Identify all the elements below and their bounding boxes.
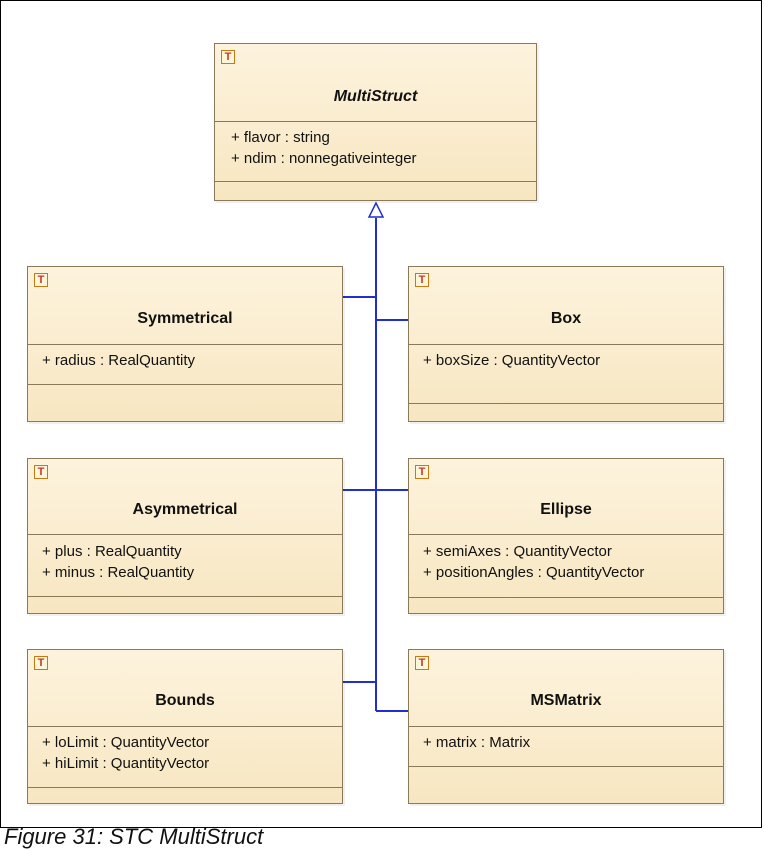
class-separator [28, 726, 342, 727]
class-name: Box [550, 310, 582, 327]
class-attributes: + flavor : string + ndim : nonnegativein… [231, 127, 530, 169]
class-stereotype-icon: T [415, 656, 429, 670]
class-attribute: + hiLimit : QuantityVector [42, 755, 210, 772]
class-separator [409, 726, 723, 727]
class-attribute: + boxSize : QuantityVector [423, 352, 601, 369]
class-separator [215, 181, 536, 182]
class-separator [409, 534, 723, 535]
class-name: Symmetrical [137, 310, 233, 327]
class-attributes: + radius : RealQuantity [42, 350, 336, 371]
class-name: MSMatrix [530, 692, 602, 709]
class-attributes: + matrix : Matrix [423, 732, 717, 753]
class-attribute: + matrix : Matrix [423, 734, 531, 751]
class-attributes: + semiAxes : QuantityVector + positionAn… [423, 541, 717, 583]
diagram-frame [0, 0, 762, 828]
class-attribute: + minus : RealQuantity [42, 564, 195, 581]
class-separator [28, 344, 342, 345]
class-stereotype-icon: T [34, 656, 48, 670]
class-attributes: + plus : RealQuantity + minus : RealQuan… [42, 541, 336, 583]
class-attributes: + loLimit : QuantityVector + hiLimit : Q… [42, 732, 336, 774]
class-attribute: + loLimit : QuantityVector [42, 734, 210, 751]
class-stereotype-icon: T [221, 50, 235, 64]
class-ellipse[interactable]: T Ellipse + semiAxes : QuantityVector + … [408, 458, 724, 614]
class-name: MultiStruct [333, 88, 418, 105]
class-multistruct[interactable]: T MultiStruct + flavor : string + ndim :… [214, 43, 537, 201]
class-separator [409, 597, 723, 598]
class-asymmetrical[interactable]: T Asymmetrical + plus : RealQuantity + m… [27, 458, 343, 614]
class-separator [28, 534, 342, 535]
class-attribute: + semiAxes : QuantityVector [423, 543, 612, 560]
class-separator [409, 403, 723, 404]
class-separator [409, 766, 723, 767]
class-separator [215, 121, 536, 122]
class-box[interactable]: T Box + boxSize : QuantityVector [408, 266, 724, 422]
class-attributes: + boxSize : QuantityVector [423, 350, 717, 371]
figure-caption: Figure 31: STC MultiStruct [4, 824, 264, 849]
class-separator [409, 344, 723, 345]
class-name: Asymmetrical [132, 501, 238, 518]
generalization-arrowhead [367, 201, 385, 218]
class-stereotype-icon: T [34, 465, 48, 479]
class-attribute: + radius : RealQuantity [42, 352, 195, 369]
class-bounds[interactable]: T Bounds + loLimit : QuantityVector + hi… [27, 649, 343, 804]
class-msmatrix[interactable]: T MSMatrix + matrix : Matrix [408, 649, 724, 804]
class-name: Bounds [155, 692, 215, 709]
class-stereotype-icon: T [34, 273, 48, 287]
class-attribute: + plus : RealQuantity [42, 543, 182, 560]
class-separator [28, 384, 342, 385]
class-stereotype-icon: T [415, 273, 429, 287]
class-stereotype-icon: T [415, 465, 429, 479]
class-name: Ellipse [540, 501, 592, 518]
class-separator [28, 787, 342, 788]
class-attribute: + flavor : string [231, 129, 330, 146]
class-attribute: + ndim : nonnegativeinteger [231, 150, 417, 167]
class-attribute: + positionAngles : QuantityVector [423, 564, 645, 581]
class-separator [28, 596, 342, 597]
class-symmetrical[interactable]: T Symmetrical + radius : RealQuantity [27, 266, 343, 422]
